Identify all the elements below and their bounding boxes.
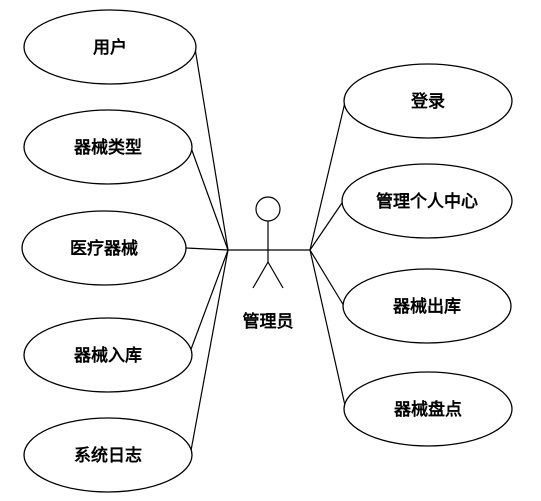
use-case-device-type[interactable]: 器械类型: [23, 109, 193, 185]
association-line-device-type: [189, 144, 229, 251]
association-line-user: [193, 41, 229, 251]
use-case-label: 系统日志: [74, 445, 142, 466]
use-case-login[interactable]: 登录: [343, 63, 513, 139]
association-line-system-log: [189, 249, 229, 457]
association-line-login: [309, 97, 347, 251]
use-case-user[interactable]: 用户: [23, 9, 197, 85]
use-case-device-inventory[interactable]: 器械盘点: [343, 371, 513, 447]
use-case-label: 用户: [93, 37, 127, 58]
actor-admin[interactable]: [228, 196, 310, 289]
use-case-label: 器械出库: [392, 296, 461, 317]
actor-right-leg: [267, 261, 284, 289]
use-case-label: 管理个人中心: [376, 191, 478, 212]
use-case-medical-device[interactable]: 医疗器械: [21, 210, 187, 286]
associations: [185, 41, 347, 457]
use-case-label: 医疗器械: [70, 238, 138, 259]
association-line-personal-center: [309, 199, 345, 251]
use-case-label: 器械盘点: [393, 399, 462, 420]
actor-left-leg: [252, 261, 269, 289]
association-line-device-inventory: [309, 249, 347, 411]
association-line-device-outbound: [309, 249, 345, 307]
association-line-device-inbound: [189, 249, 229, 353]
actor-head-icon: [255, 196, 281, 222]
use-case-personal-center[interactable]: 管理个人中心: [341, 163, 513, 239]
use-case-device-inbound[interactable]: 器械入库: [23, 317, 193, 393]
use-case-label: 器械类型: [73, 137, 142, 158]
use-case-device-outbound[interactable]: 器械出库: [342, 268, 512, 344]
association-line-medical-device: [185, 247, 229, 251]
actor-label: 管理员: [243, 311, 294, 332]
use-case-system-log[interactable]: 系统日志: [23, 417, 193, 493]
use-case-label: 登录: [410, 91, 445, 112]
use-case-label: 器械入库: [73, 345, 142, 366]
